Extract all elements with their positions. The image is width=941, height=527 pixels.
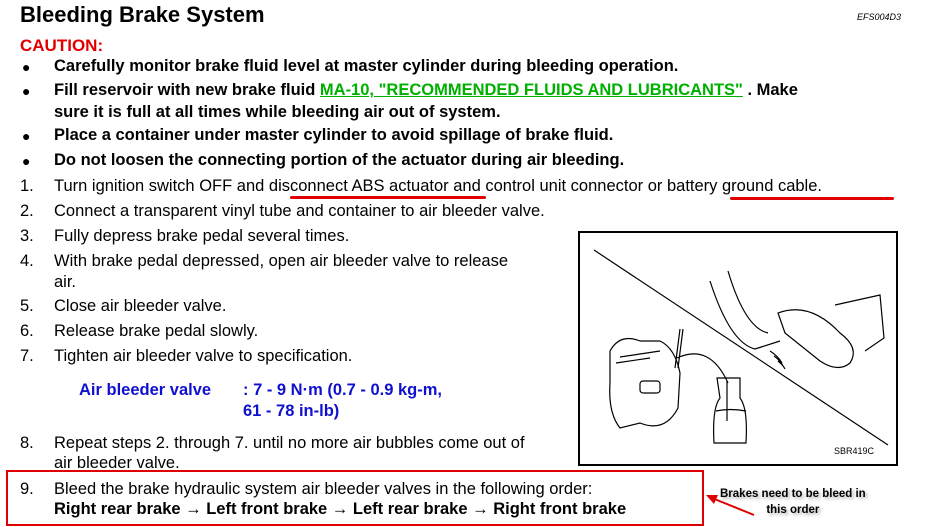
step-1: Turn ignition switch OFF and disconnect …: [54, 175, 822, 197]
caution-2: Fill reservoir with new brake fluid MA-1…: [54, 79, 798, 101]
step-4-line2: air.: [54, 273, 77, 291]
caution-2-text: Fill reservoir with new brake fluid: [54, 81, 320, 99]
step-9-order: Right rear brake → Left front brake → Le…: [54, 500, 627, 518]
bullet-icon: ●: [22, 128, 31, 144]
step-8: Repeat steps 2. through 7. until no more…: [54, 434, 525, 452]
step-7: Tighten air bleeder valve to specificati…: [54, 347, 353, 365]
caution-2-line2: sure it is full at all times while bleed…: [54, 103, 501, 121]
step-number: 4.: [20, 252, 34, 270]
step-number: 3.: [20, 227, 34, 245]
caution-3: Place a container under master cylinder …: [54, 126, 614, 144]
annotation-line-1: Brakes need to be bleed in: [720, 488, 866, 500]
bullet-icon: ●: [22, 153, 31, 169]
caution-label: CAUTION:: [20, 36, 104, 55]
step-4: With brake pedal depressed, open air ble…: [54, 252, 509, 270]
brake-bleeding-figure: SBR419C: [578, 231, 898, 466]
step-1-d: battery ground cable: [666, 177, 818, 195]
arrow-icon: [706, 495, 755, 516]
step-3: Fully depress brake pedal several times.: [54, 227, 350, 245]
annotation-line-2: this order: [766, 504, 820, 516]
step-number: 6.: [20, 322, 34, 340]
red-underline: [730, 197, 894, 200]
page-title: Bleeding Brake System: [20, 2, 265, 27]
highlight-box: [6, 470, 704, 526]
step-8-line2: air bleeder valve.: [54, 454, 180, 472]
step-number: 7.: [20, 347, 34, 365]
caution-2-text-end: . Make: [742, 81, 798, 99]
step-1-b: disconnect ABS actuator: [268, 177, 449, 195]
step-1-c: and control unit connector or: [448, 177, 667, 195]
step-number: 9.: [20, 480, 34, 498]
brake-caliper-pedal-illustration: [593, 249, 889, 446]
bullet-icon: ●: [22, 59, 31, 75]
red-underline: [290, 196, 486, 199]
figure-label: SBR419C: [833, 446, 874, 456]
step-number: 5.: [20, 297, 34, 315]
step-number: 8.: [20, 434, 34, 452]
caution-4: Do not loosen the connecting portion of …: [54, 151, 625, 169]
step-number: 2.: [20, 202, 34, 220]
step-6: Release brake pedal slowly.: [54, 322, 259, 340]
step-9: Bleed the brake hydraulic system air ble…: [54, 480, 593, 498]
spec-label: Air bleeder valve: [79, 381, 212, 399]
fluids-link[interactable]: MA-10, "RECOMMENDED FLUIDS AND LUBRICANT…: [319, 81, 743, 99]
bullet-icon: ●: [22, 83, 31, 99]
step-1-e: .: [817, 177, 822, 195]
annotation-note: Brakes need to be bleed in this order: [720, 486, 866, 518]
doc-code: EFS004D3: [857, 12, 902, 22]
step-1-a: Turn ignition switch OFF and: [54, 177, 269, 195]
spec-value-2: 61 - 78 in-lb): [243, 402, 340, 420]
step-5: Close air bleeder valve.: [54, 297, 227, 315]
step-number: 1.: [20, 177, 34, 195]
spec-value: : 7 - 9 N·m (0.7 - 0.9 kg-m,: [243, 381, 442, 399]
step-2: Connect a transparent vinyl tube and con…: [54, 202, 545, 220]
caution-1: Carefully monitor brake fluid level at m…: [54, 57, 679, 75]
